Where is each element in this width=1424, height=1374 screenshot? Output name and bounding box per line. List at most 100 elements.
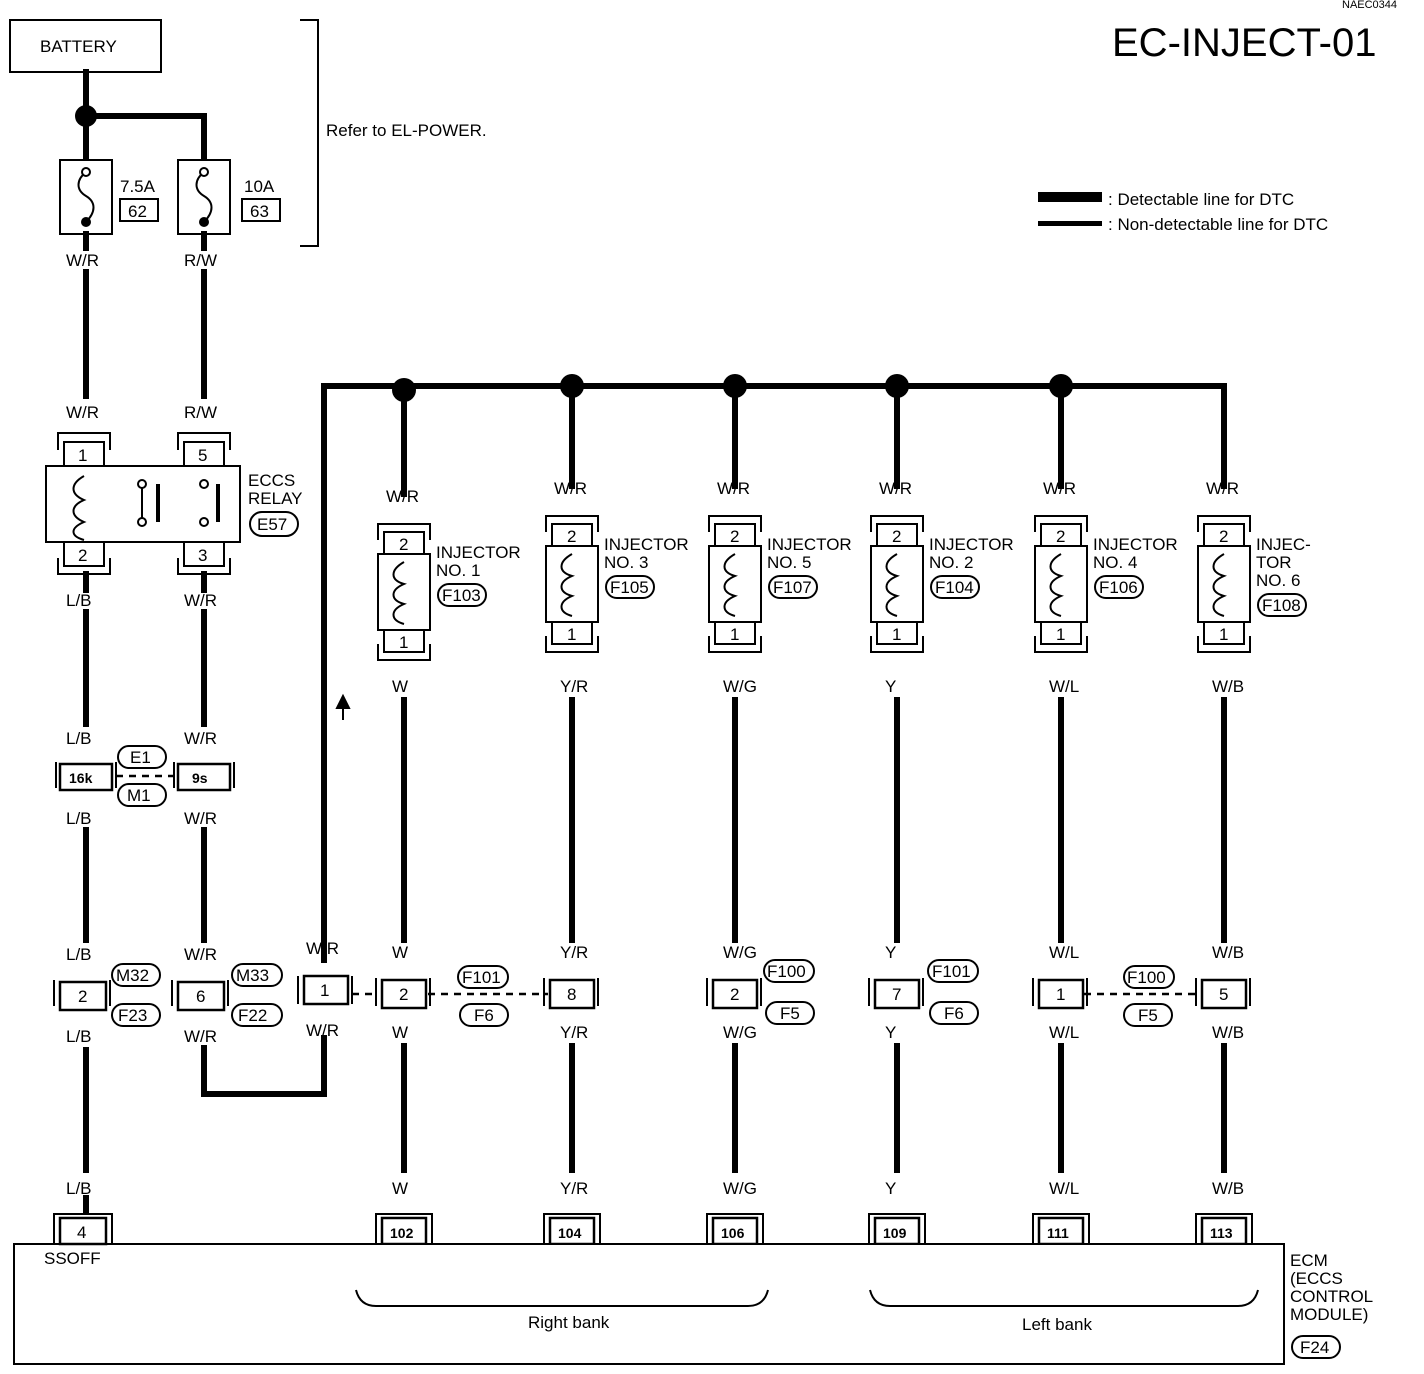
fuse-62-rating: 7.5A xyxy=(120,177,156,196)
mid-connector-box xyxy=(548,978,596,1010)
pill-f100-b xyxy=(1123,965,1175,989)
injector-bottom-connector-frame xyxy=(1034,636,1088,653)
fuse-62-wire-label: W/R xyxy=(66,251,99,270)
ecm-pin-frame xyxy=(543,1213,601,1244)
mid-connector-frame xyxy=(1032,978,1088,1006)
injector-bottom-connector-frame xyxy=(545,636,599,653)
f6-a-bottom: F6 xyxy=(474,1006,494,1025)
injector-top-connector-frame xyxy=(1197,515,1251,532)
pill-f6-b xyxy=(929,1001,979,1025)
f101-a-top: F101 xyxy=(462,968,501,987)
relay-wire-out-right: W/R xyxy=(184,591,217,610)
injector-top-connector-frame xyxy=(1034,515,1088,532)
injector-bottom-connector-frame xyxy=(708,636,762,653)
ssoff-connector xyxy=(53,1213,113,1246)
ecm-pin-frame xyxy=(1195,1213,1253,1244)
injector-supply-wire-label: W/R xyxy=(1043,479,1076,498)
connector-m33-f22 xyxy=(171,963,283,1027)
injector-connector-pill xyxy=(605,575,655,599)
f5-b-bottom: F5 xyxy=(1138,1006,1158,1025)
injector-supply-wire-label: W/R xyxy=(386,487,419,506)
f100-b-top: F100 xyxy=(1127,968,1166,987)
legend-nondetectable-swatch xyxy=(1038,221,1102,226)
ecm-pin-frame xyxy=(706,1213,764,1244)
pill-f5-b xyxy=(1123,1003,1173,1027)
injector-name: INJECTOR xyxy=(1093,535,1178,554)
relay-wire-out-left: L/B xyxy=(66,591,92,610)
injector-bottom-connector-frame xyxy=(377,644,431,661)
left-bank-brace xyxy=(869,1289,1259,1307)
injector-coil-icon xyxy=(392,561,407,625)
injector-output-wire-label: Y xyxy=(885,677,896,696)
ecm-pin-number: 109 xyxy=(883,1225,907,1241)
injector-connector-pill xyxy=(930,575,980,599)
legend-nondetectable-text: : Non-detectable line for DTC xyxy=(1108,215,1328,234)
injector-pin-top: 2 xyxy=(730,527,739,546)
injector-supply-wire-label: W/R xyxy=(1206,479,1239,498)
mid-connector-pin: 7 xyxy=(892,985,901,1004)
ecm-pin-number: 102 xyxy=(390,1225,414,1241)
ecm-wire-label: W xyxy=(392,1179,408,1198)
pill-f6-a xyxy=(459,1003,509,1027)
injector-pin-bottom-box xyxy=(1203,621,1245,645)
mid-connector-box xyxy=(711,978,759,1010)
f5-a-bottom: F5 xyxy=(780,1004,800,1023)
mid-connector-wire-label-bottom: W/G xyxy=(723,1023,757,1042)
e1-wire-left-bottom: L/B xyxy=(66,809,92,828)
injector-bottom-connector-frame xyxy=(1197,636,1251,653)
page-title: EC-INJECT-01 xyxy=(1112,21,1377,65)
injector-body xyxy=(377,553,431,631)
injector-pin-top: 2 xyxy=(892,527,901,546)
e1-wire-left-top: L/B xyxy=(66,729,92,748)
battery-box xyxy=(9,19,162,73)
connector-m32-f23 xyxy=(53,963,161,1027)
connector-e1-m1 xyxy=(55,745,235,807)
ecm-label-line4: MODULE) xyxy=(1290,1305,1368,1324)
injector-number: NO. 5 xyxy=(767,553,811,572)
mid-connector-frame xyxy=(1195,978,1251,1006)
right-bank-label: Right bank xyxy=(528,1313,610,1332)
battery-label: BATTERY xyxy=(40,37,117,56)
fuse-63-feed-wire xyxy=(83,113,207,163)
injector-pin-top: 2 xyxy=(567,527,576,546)
mid-connector-box xyxy=(873,978,921,1010)
eccs-relay xyxy=(45,432,241,575)
relay-connector: E57 xyxy=(257,515,287,534)
refer-note: Refer to EL-POWER. xyxy=(326,121,487,140)
injector-connector-pill xyxy=(437,583,487,607)
injector-pin-bottom-box xyxy=(876,621,918,645)
m32-connector-top: M32 xyxy=(116,966,149,985)
injector-number: NO. 2 xyxy=(929,553,973,572)
injector-connector: F104 xyxy=(935,578,974,597)
wr-conn-wire-bottom: W/R xyxy=(306,1021,339,1040)
ecm-pin-box xyxy=(711,1216,759,1246)
injector-name: INJECTOR xyxy=(929,535,1014,554)
f6-b-bottom: F6 xyxy=(944,1004,964,1023)
mid-connector-wire-label-top: Y xyxy=(885,943,896,962)
m33-wire-bottom: W/R xyxy=(184,1027,217,1046)
injector-connector: F106 xyxy=(1099,578,1138,597)
injector-pin-bottom: 1 xyxy=(1219,625,1228,644)
injector-pin-bottom-box xyxy=(551,621,593,645)
mid-connector-wire-label-top: W/B xyxy=(1212,943,1244,962)
e1-pin-left: 16k xyxy=(69,770,93,786)
pill-f101-b xyxy=(927,959,979,983)
injector-pin-bottom-box xyxy=(714,621,756,645)
ssoff-label: SSOFF xyxy=(44,1249,101,1268)
m32-wire-top: L/B xyxy=(66,945,92,964)
ssoff-pin: 4 xyxy=(77,1223,86,1242)
wr-conn-pin: 1 xyxy=(320,981,329,1000)
e1-wire-right-top: W/R xyxy=(184,729,217,748)
injector-pin-bottom: 1 xyxy=(730,625,739,644)
mid-connector-wire-label-top: W/L xyxy=(1049,943,1079,962)
left-bank-label: Left bank xyxy=(1022,1315,1092,1334)
injector-output-wire-label: Y/R xyxy=(560,677,588,696)
relay-pin-5: 5 xyxy=(198,446,207,465)
fuse-63 xyxy=(177,159,231,235)
injector-body xyxy=(1197,545,1251,623)
mid-connector-wire-label-bottom: W/L xyxy=(1049,1023,1079,1042)
mid-connector-pin: 1 xyxy=(1056,985,1065,1004)
